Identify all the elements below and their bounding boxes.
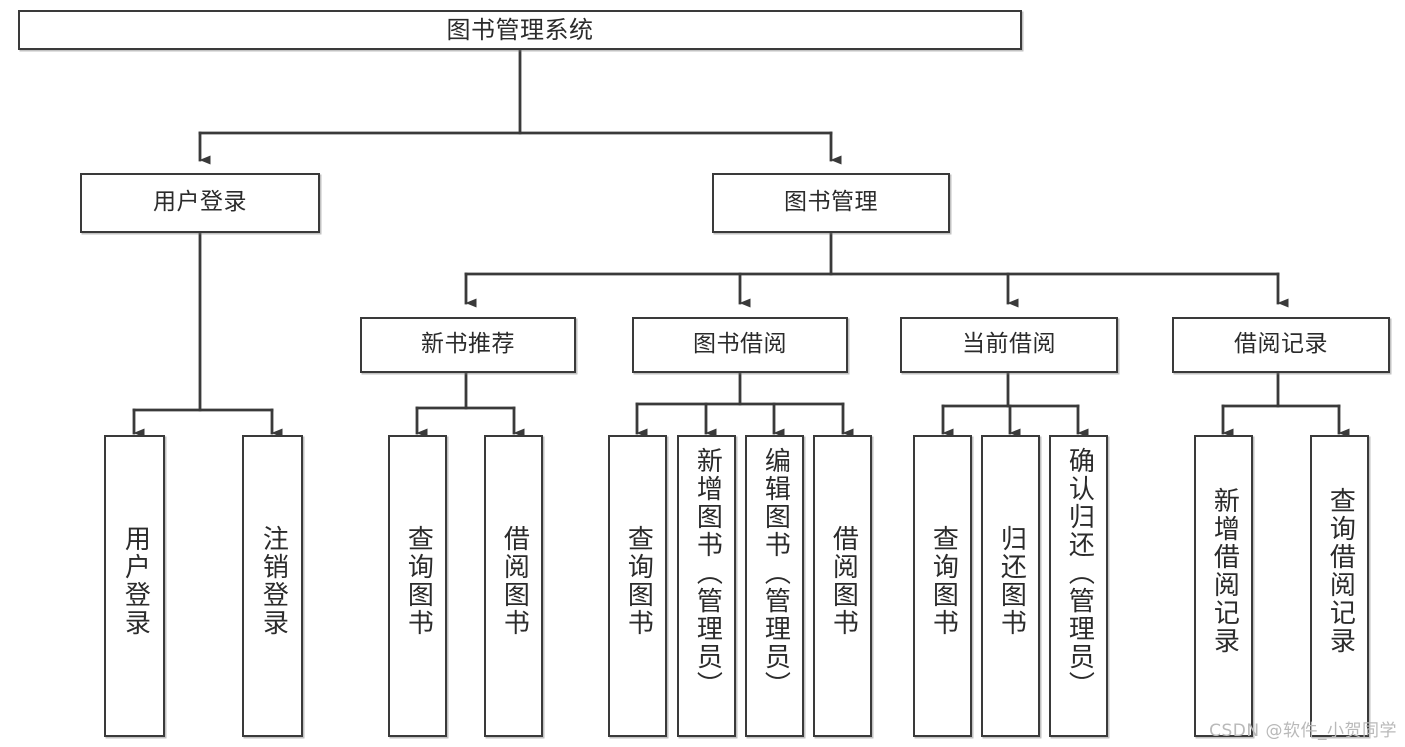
- node-user-login[interactable]: 用户登录: [80, 173, 320, 233]
- node-label: 编辑图书（管理员）: [760, 447, 791, 699]
- node-label: 借阅记录: [1234, 331, 1328, 358]
- leaf-query-book-3[interactable]: 查询图书: [913, 435, 972, 737]
- leaf-edit-book-admin[interactable]: 编辑图书（管理员）: [745, 435, 804, 737]
- node-label: 新书推荐: [421, 331, 515, 358]
- node-root-system[interactable]: 图书管理系统: [18, 10, 1022, 50]
- node-borrow-record[interactable]: 借阅记录: [1172, 317, 1390, 373]
- node-label: 当前借阅: [962, 331, 1056, 358]
- node-current-borrow[interactable]: 当前借阅: [900, 317, 1118, 373]
- leaf-user-login[interactable]: 用户登录: [104, 435, 165, 737]
- leaf-query-borrow-record[interactable]: 查询借阅记录: [1310, 435, 1369, 737]
- node-label: 图书管理: [784, 189, 878, 216]
- leaf-return-book[interactable]: 归还图书: [981, 435, 1040, 737]
- node-book-management[interactable]: 图书管理: [712, 173, 950, 233]
- node-label: 查询借阅记录: [1325, 487, 1356, 655]
- node-label: 图书管理系统: [446, 15, 594, 44]
- node-label: 注销登录: [258, 525, 289, 637]
- node-new-book-recommend[interactable]: 新书推荐: [360, 317, 576, 373]
- leaf-logout-login[interactable]: 注销登录: [242, 435, 303, 737]
- leaf-add-borrow-record[interactable]: 新增借阅记录: [1194, 435, 1253, 737]
- leaf-borrow-book-1[interactable]: 借阅图书: [484, 435, 543, 737]
- node-label: 用户登录: [153, 189, 247, 216]
- node-label: 借阅图书: [499, 525, 530, 637]
- node-label: 查询图书: [403, 525, 434, 637]
- node-label: 新增图书（管理员）: [692, 447, 723, 699]
- leaf-query-book-1[interactable]: 查询图书: [388, 435, 447, 737]
- leaf-query-book-2[interactable]: 查询图书: [608, 435, 667, 737]
- node-label: 归还图书: [996, 525, 1027, 637]
- leaf-borrow-book-2[interactable]: 借阅图书: [813, 435, 872, 737]
- node-label: 借阅图书: [828, 525, 859, 637]
- leaf-add-book-admin[interactable]: 新增图书（管理员）: [677, 435, 736, 737]
- node-label: 新增借阅记录: [1209, 487, 1240, 655]
- node-label: 图书借阅: [693, 331, 787, 358]
- node-label: 查询图书: [623, 525, 654, 637]
- node-label: 用户登录: [120, 525, 151, 637]
- watermark-text: CSDN @软件_小贺同学: [1209, 721, 1397, 741]
- leaf-confirm-return-admin[interactable]: 确认归还（管理员）: [1049, 435, 1108, 737]
- node-label: 查询图书: [928, 525, 959, 637]
- node-label: 确认归还（管理员）: [1064, 447, 1095, 699]
- node-book-borrow[interactable]: 图书借阅: [632, 317, 848, 373]
